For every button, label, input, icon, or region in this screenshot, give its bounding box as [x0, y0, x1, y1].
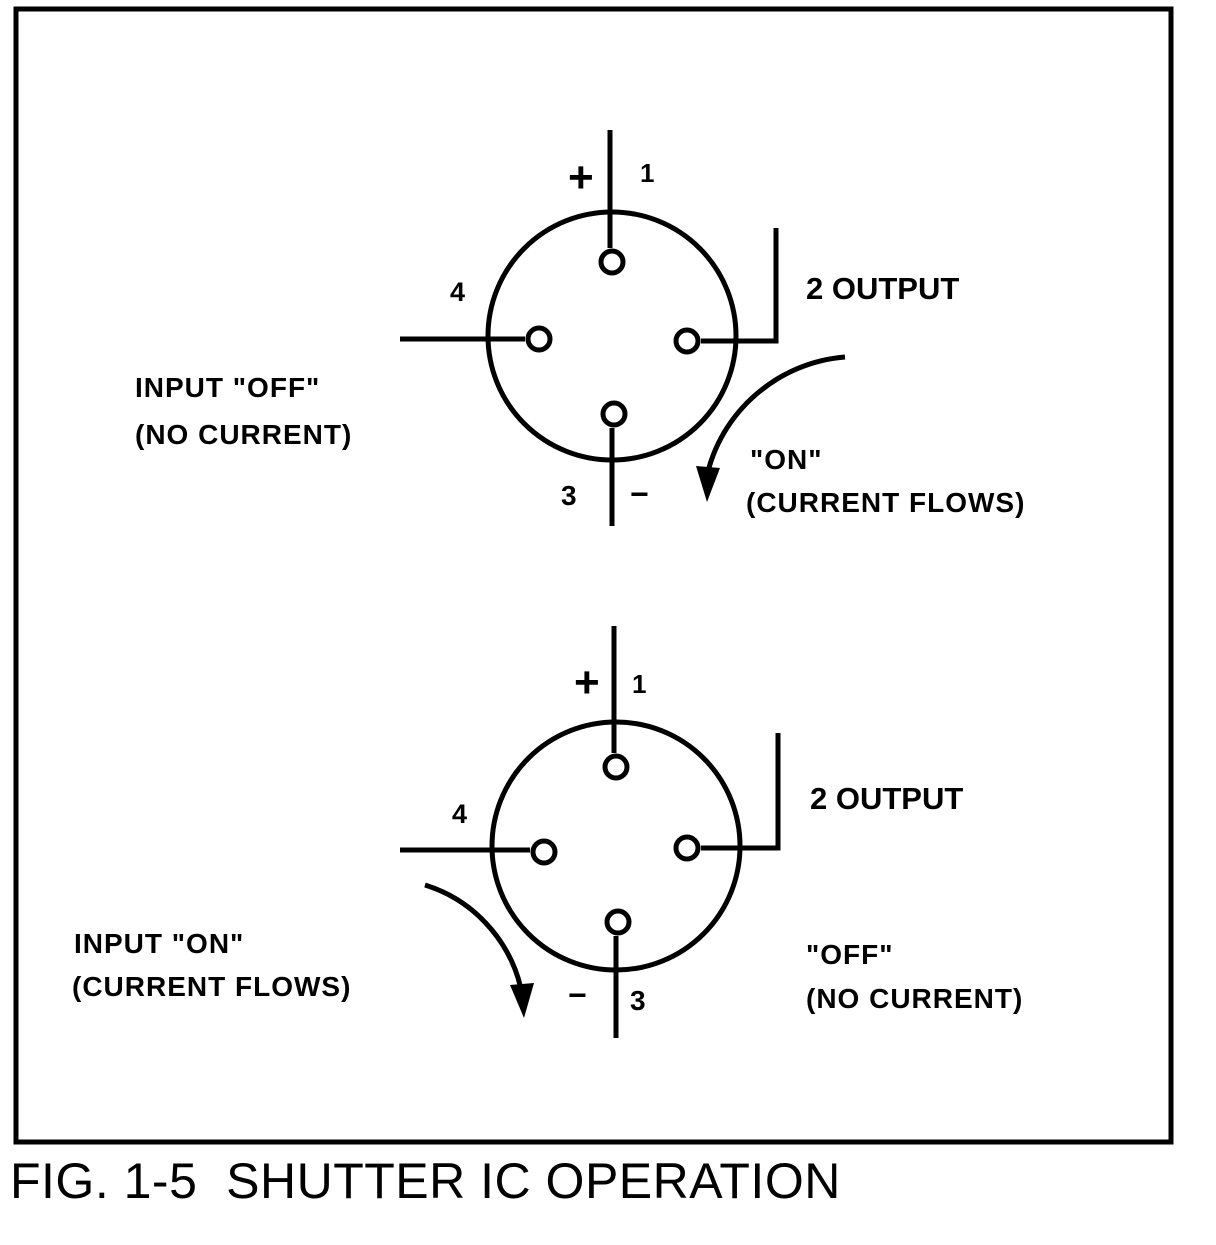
- figure-frame: [13, 6, 1174, 1145]
- upper-pin1-number: 1: [640, 158, 654, 188]
- upper-current-arrowhead: [696, 466, 720, 502]
- upper-pin2-lead: [701, 228, 779, 344]
- lower-ic-diagram: + 1 2 OUTPUT 4 − 3 INPUT "ON" (CURRENT F…: [72, 626, 1023, 1038]
- lower-pin4-terminal: [530, 838, 558, 866]
- lower-current-arrowhead: [510, 983, 534, 1018]
- upper-pin1-terminal: [598, 248, 626, 276]
- upper-output-current: (CURRENT FLOWS): [746, 487, 1025, 518]
- lower-pin3-number: 3: [630, 985, 646, 1016]
- lower-pin2-lead: [701, 733, 781, 851]
- upper-input-state: INPUT "OFF": [135, 372, 320, 403]
- lower-output-state: "OFF": [806, 939, 894, 970]
- lower-pin1-terminal: [602, 753, 630, 781]
- upper-current-arrow: [703, 354, 846, 481]
- lower-input-current: (CURRENT FLOWS): [72, 971, 351, 1002]
- upper-pin3-terminal: [600, 400, 628, 428]
- lower-input-state: INPUT "ON": [74, 928, 244, 959]
- figure-caption: FIG. 1-5 SHUTTER IC OPERATION: [10, 1153, 841, 1209]
- upper-pin2-output-label: 2 OUTPUT: [806, 271, 959, 306]
- lower-current-arrow: [424, 882, 525, 996]
- lower-pin3-terminal: [604, 908, 632, 936]
- upper-pin4-number: 4: [450, 277, 465, 307]
- upper-plus-sign: +: [568, 153, 594, 202]
- upper-input-current: (NO CURRENT): [135, 419, 352, 450]
- lower-plus-sign: +: [574, 658, 600, 707]
- upper-pin4-terminal: [525, 325, 553, 353]
- lower-pin2-output-label: 2 OUTPUT: [810, 781, 963, 816]
- lower-pin4-number: 4: [452, 799, 467, 829]
- upper-minus-sign: −: [630, 476, 649, 512]
- lower-pin2-terminal: [673, 834, 701, 862]
- upper-ic-diagram: + 1 2 OUTPUT 4 3 − INPUT "OFF" (NO CURRE…: [135, 130, 1025, 526]
- lower-output-current: (NO CURRENT): [806, 983, 1023, 1014]
- lower-minus-sign: −: [568, 977, 587, 1013]
- upper-output-state: "ON": [750, 444, 823, 475]
- upper-pin2-terminal: [673, 327, 701, 355]
- upper-pin3-number: 3: [561, 480, 577, 511]
- lower-pin1-number: 1: [632, 669, 646, 699]
